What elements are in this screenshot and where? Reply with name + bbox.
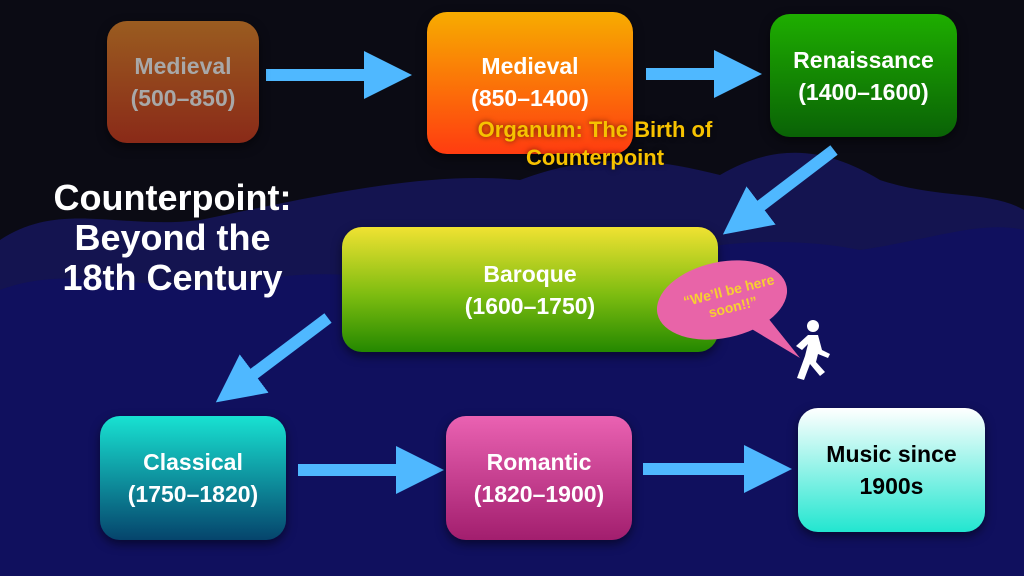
era-romantic: Romantic (1820–1900) [446,416,632,540]
era-name: Classical [143,449,243,475]
annotation-line: Organum: The Birth of [477,117,713,142]
era-name: Romantic [486,449,592,475]
era-years: (1400–1600) [798,78,929,105]
era-name: Medieval [481,53,579,79]
era-name: Medieval [134,53,232,79]
era-classical: Classical (1750–1820) [100,416,286,540]
speech-bubble [656,260,830,380]
organum-annotation: Organum: The Birth of Counterpoint [440,116,750,172]
era-years: 1900s [859,473,924,499]
era-years: (1600–1750) [464,292,596,319]
running-person-icon [796,320,830,380]
era-name: Music since [826,441,957,467]
slide-title: Counterpoint: Beyond the 18th Century [30,178,315,298]
era-renaissance: Renaissance (1400–1600) [770,14,957,137]
era-years: (850–1400) [471,85,589,111]
era-modern: Music since 1900s [798,408,985,532]
title-line: Beyond the [74,217,271,258]
title-line: 18th Century [62,257,283,298]
era-medieval-early: Medieval (500–850) [107,21,259,143]
era-baroque: Baroque (1600–1750) [342,227,718,352]
era-years: (1750–1820) [127,481,259,507]
era-years: (1820–1900) [473,481,605,507]
era-medieval-late: Medieval (850–1400) [427,12,633,154]
annotation-line: Counterpoint [525,145,665,170]
arrow-4 [215,313,332,403]
era-name: Baroque [483,260,577,287]
arrow-3 [722,145,838,235]
era-years: (500–850) [130,85,236,111]
title-line: Counterpoint: [53,177,292,218]
era-name: Renaissance [793,46,934,73]
